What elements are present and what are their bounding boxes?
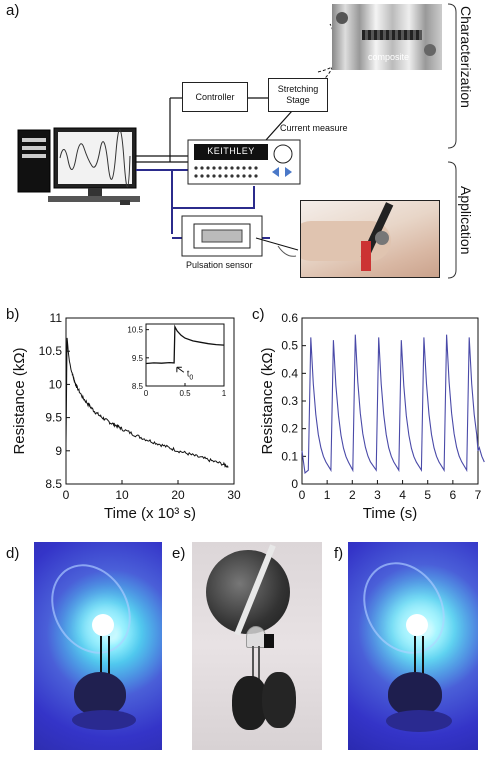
chart-b-y-tick-label: 9 bbox=[55, 444, 62, 458]
chart-b-inset-y-tick-label: 9.5 bbox=[132, 354, 144, 363]
chart-c-x-tick-label: 4 bbox=[399, 488, 406, 502]
computer-icon bbox=[17, 127, 140, 205]
chart-b-inset-x-tick-label: 0.5 bbox=[179, 389, 191, 398]
stretching-stage-photo: composite bbox=[332, 4, 442, 70]
chart-c-y-tick-label: 0 bbox=[291, 477, 298, 491]
chart-c-y-tick-label: 0.4 bbox=[281, 366, 298, 380]
chart-b-x-tick-label: 0 bbox=[63, 488, 70, 502]
current-measure-label: Current measure bbox=[280, 123, 348, 133]
led-photo-f bbox=[348, 542, 478, 750]
stretching-stage-box: Stretching Stage bbox=[268, 78, 328, 112]
chart-c-y-tick-label: 0.5 bbox=[281, 339, 298, 353]
chart-c-y-tick-label: 0.6 bbox=[281, 311, 298, 325]
keithley-label: KEITHLEY bbox=[207, 146, 255, 156]
chart-c-x-tick-label: 2 bbox=[349, 488, 356, 502]
chart-b-inset-x-tick-label: 1 bbox=[222, 389, 227, 398]
panel-b-label: b) bbox=[6, 306, 20, 323]
chart-c-y-tick-label: 0.2 bbox=[281, 422, 298, 436]
chart-b-inset-annotation: t0 bbox=[187, 368, 194, 381]
chart-c-y-tick-label: 0.1 bbox=[281, 449, 298, 463]
led-photo-e bbox=[192, 542, 322, 750]
chart-c-y-axis-label: Resistance (kΩ) bbox=[259, 347, 276, 454]
chart-b-y-tick-label: 8.5 bbox=[45, 477, 62, 491]
chart-c-x-tick-label: 6 bbox=[450, 488, 457, 502]
chart-c-series-line bbox=[301, 334, 485, 474]
chart-b-inset-y-tick-label: 10.5 bbox=[127, 326, 143, 335]
chart-b-x-tick-label: 10 bbox=[115, 488, 129, 502]
chart-b-inset-line bbox=[145, 324, 225, 365]
chart-c-x-tick-label: 1 bbox=[324, 488, 331, 502]
panel-c-label: c) bbox=[252, 306, 265, 323]
panel-e-label: e) bbox=[172, 545, 186, 562]
panel-f-label: f) bbox=[334, 545, 344, 562]
chart-c-x-tick-label: 5 bbox=[424, 488, 431, 502]
chart-b-y-tick-label: 10 bbox=[49, 377, 63, 391]
stretching-stage-label: Stretching Stage bbox=[277, 84, 319, 105]
pulsation-sensor-label: Pulsation sensor bbox=[186, 260, 253, 270]
chart-b-series-line bbox=[65, 337, 229, 468]
chart-b-y-tick-label: 10.5 bbox=[39, 344, 63, 358]
chart-c-x-tick-label: 3 bbox=[374, 488, 381, 502]
chart-b-inset-x-tick-label: 0 bbox=[144, 389, 149, 398]
led-photo-d bbox=[34, 542, 162, 750]
chart-c-y-tick-label: 0.3 bbox=[281, 394, 298, 408]
wrist-sensor-photo bbox=[300, 200, 440, 278]
controller-label: Controller bbox=[195, 91, 235, 102]
composite-label: composite bbox=[368, 52, 410, 62]
chart-b-x-tick-label: 30 bbox=[227, 488, 241, 502]
panel-a-label: a) bbox=[6, 2, 20, 19]
chart-c-x-axis-label: Time (s) bbox=[363, 505, 417, 522]
chart-c-x-tick-label: 0 bbox=[299, 488, 306, 502]
chart-b-inset-frame bbox=[145, 323, 225, 387]
chart-b-y-tick-label: 11 bbox=[50, 311, 63, 325]
chart-b-x-axis-label: Time (x 10³ s) bbox=[104, 505, 196, 522]
chart-b-inset-annotation-sub: 0 bbox=[189, 374, 193, 381]
chart-b-inset-arrow bbox=[176, 366, 185, 373]
application-label: Application bbox=[458, 186, 474, 255]
chart-b-y-tick-label: 9.5 bbox=[45, 411, 62, 425]
keithley-instrument bbox=[187, 139, 301, 185]
characterization-label: Characterization bbox=[458, 6, 474, 108]
chart-b-inset-y-tick-label: 8.5 bbox=[132, 382, 144, 391]
chart-b-y-axis-label: Resistance (kΩ) bbox=[11, 347, 28, 454]
controller-box: Controller bbox=[182, 82, 248, 112]
chart-b-x-tick-label: 20 bbox=[171, 488, 185, 502]
chart-c-x-tick-label: 7 bbox=[475, 488, 482, 502]
panel-d-label: d) bbox=[6, 545, 20, 562]
chart-c-plot-frame bbox=[301, 317, 479, 485]
